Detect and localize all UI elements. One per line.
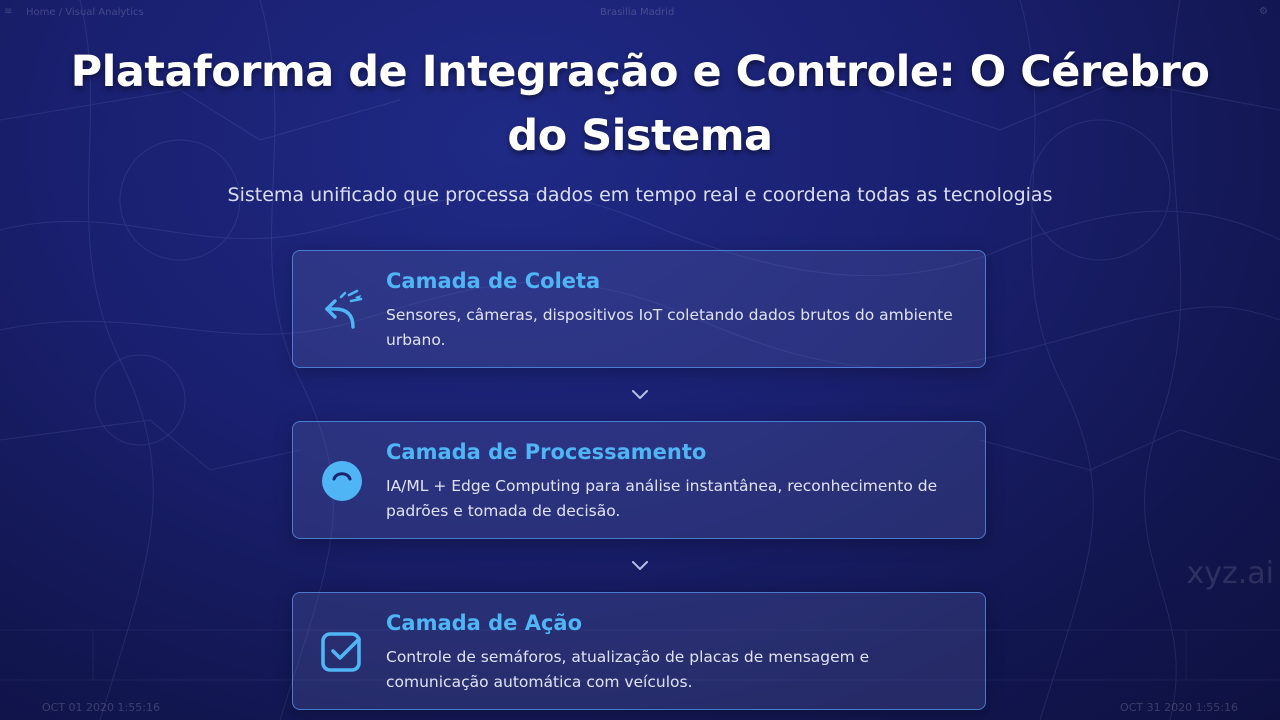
background-date-end: OCT 31 2020 1:55:16 (1120, 701, 1238, 714)
satellite-dish-icon (325, 289, 363, 329)
chevron-down-icon (632, 561, 648, 570)
menu-icon: ≡ (4, 6, 13, 17)
layer-title: Camada de Ação (386, 611, 583, 635)
layer-description: IA/ML + Edge Computing para análise inst… (386, 477, 938, 520)
chevron-down-icon (632, 390, 648, 399)
background-breadcrumb: Home / Visual Analytics (26, 7, 144, 18)
layer-title: Camada de Processamento (386, 440, 707, 464)
check-square-icon (321, 632, 361, 672)
background-topbar: ≡ Home / Visual Analytics Brasilia Madri… (0, 6, 1280, 22)
layer-card-action: Camada de Ação Controle de semáforos, at… (292, 592, 986, 710)
page-title: Plataforma de Integração e Controle: O C… (70, 47, 1210, 161)
layer-card-collection: Camada de Coleta Sensores, câmeras, disp… (292, 250, 986, 368)
layer-description: Controle de semáforos, atualização de pl… (386, 648, 870, 691)
page-subtitle: Sistema unificado que processa dados em … (227, 184, 1053, 206)
layer-description: Sensores, câmeras, dispositivos IoT cole… (386, 306, 953, 349)
background-date-start: OCT 01 2020 1:55:16 (42, 701, 160, 714)
background-timeline: OCT 01 2020 1:55:16 OCT 31 2020 1:55:16 (0, 680, 1280, 720)
layer-card-processing: Camada de Processamento IA/ML + Edge Com… (292, 421, 986, 539)
background-center-label: Brasilia Madrid (600, 7, 675, 18)
brain-icon (322, 461, 362, 501)
gear-icon: ⚙ (1259, 6, 1268, 17)
background-brand: xyz.ai (1186, 556, 1274, 591)
layer-title: Camada de Coleta (386, 269, 601, 293)
